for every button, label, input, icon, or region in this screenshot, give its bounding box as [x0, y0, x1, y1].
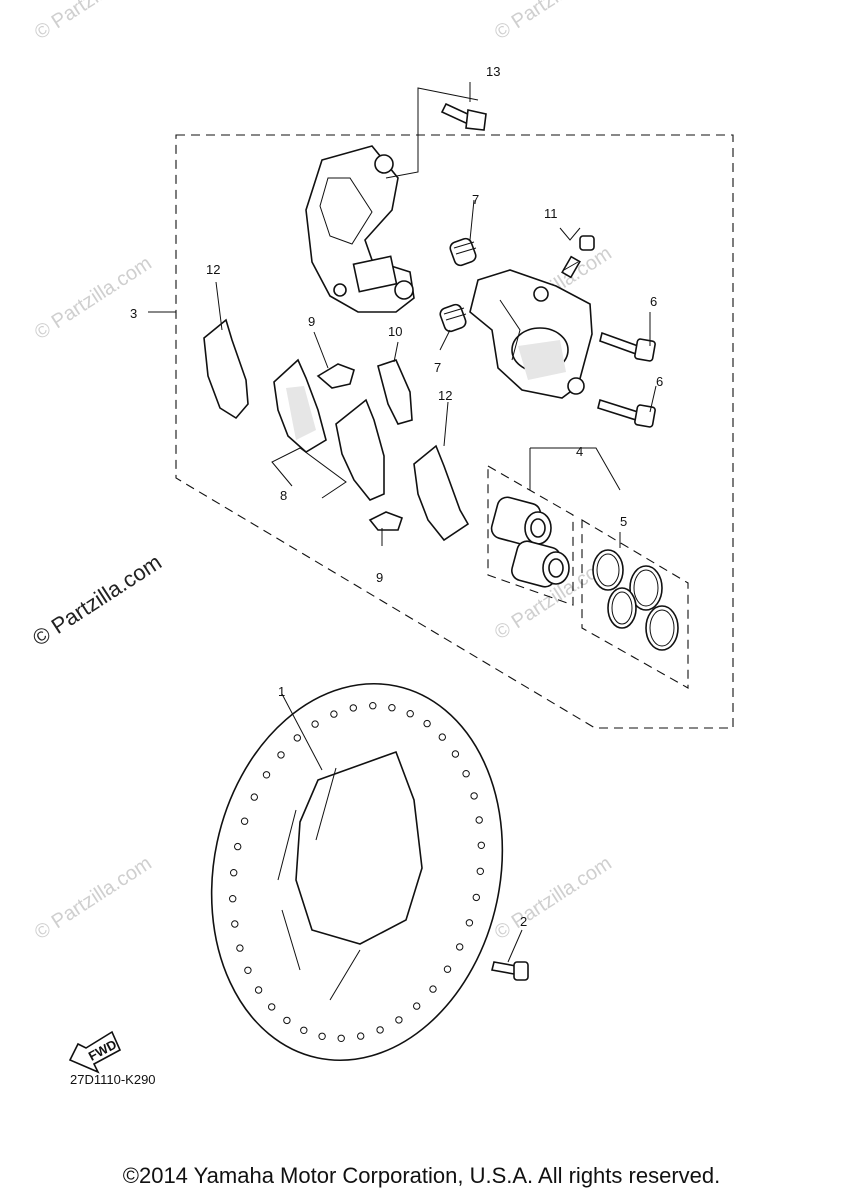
watermark-text: © Partzilla.com	[491, 852, 616, 944]
vent-hole	[388, 704, 396, 712]
vent-hole	[443, 965, 452, 973]
vent-hole	[230, 869, 238, 877]
callout-13: 13	[486, 64, 500, 79]
vent-hole	[476, 867, 484, 875]
disc-bolt[interactable]	[491, 961, 529, 981]
callout-12: 12	[438, 388, 452, 403]
vent-hole	[262, 771, 271, 779]
fwd-arrow-icon: FWD	[68, 1030, 122, 1074]
callout-6: 6	[656, 374, 663, 389]
vent-hole	[462, 770, 470, 778]
vent-hole	[376, 1026, 384, 1034]
callout-7: 7	[434, 360, 441, 375]
piston-kit-boundary	[487, 465, 574, 606]
watermark-text: © Partzilla.com	[31, 252, 156, 344]
vent-hole	[429, 985, 437, 993]
brake-pad[interactable]	[335, 398, 385, 501]
callout-10: 10	[388, 324, 402, 339]
seal-kit-boundary	[581, 519, 689, 689]
disc-vent-holes	[229, 702, 485, 1043]
pad-spring[interactable]	[377, 359, 413, 425]
callout-8: 8	[280, 488, 287, 503]
caliper-pin[interactable]	[599, 331, 656, 362]
vent-hole	[413, 1002, 421, 1010]
vent-hole	[456, 943, 464, 951]
vent-hole	[244, 966, 252, 974]
vent-hole	[438, 733, 446, 741]
brake-pad[interactable]	[273, 358, 327, 453]
vent-hole	[475, 816, 483, 824]
reference-code: 27D1110-K290	[70, 1072, 156, 1087]
leader-lines	[148, 82, 657, 963]
vent-hole	[283, 1016, 291, 1025]
pad-shim[interactable]	[203, 318, 249, 420]
vent-hole	[254, 986, 263, 994]
vent-hole	[423, 719, 431, 728]
vent-hole	[465, 919, 474, 927]
callout-9: 9	[308, 314, 315, 329]
bleed-cap[interactable]	[579, 235, 595, 251]
vent-hole	[300, 1026, 308, 1035]
vent-hole	[277, 751, 285, 759]
callout-5: 5	[620, 514, 627, 529]
vent-hole	[250, 793, 259, 801]
bleed-screw[interactable]	[561, 255, 581, 279]
callout-11: 11	[544, 206, 558, 221]
vent-hole	[472, 893, 480, 902]
caliper-bracket[interactable]	[305, 145, 415, 313]
vent-hole	[451, 750, 460, 758]
brake-disc[interactable]	[178, 656, 537, 1087]
piston[interactable]	[489, 495, 552, 547]
caliper-assembly-boundary	[175, 134, 734, 729]
callout-6: 6	[650, 294, 657, 309]
vent-hole	[349, 704, 357, 712]
vent-hole	[236, 944, 244, 952]
vent-hole	[369, 702, 377, 710]
callout-12: 12	[206, 262, 220, 277]
vent-hole	[231, 920, 239, 928]
callout-4: 4	[576, 444, 583, 459]
vent-hole	[477, 841, 485, 849]
caliper-bolt[interactable]	[440, 102, 487, 131]
watermark-text: © Partzilla.com	[31, 0, 156, 44]
rubber-boot[interactable]	[449, 237, 478, 267]
vent-hole	[240, 817, 249, 825]
vent-hole	[357, 1032, 365, 1040]
pad-shim[interactable]	[413, 444, 470, 542]
callout-3: 3	[130, 306, 137, 321]
watermark-text: © Partzilla.com	[491, 0, 616, 44]
vent-hole	[330, 710, 338, 718]
vent-hole	[293, 734, 301, 742]
piston-seal-kit[interactable]	[592, 549, 679, 651]
vent-hole	[229, 895, 237, 903]
vent-hole	[268, 1003, 276, 1011]
rubber-boot[interactable]	[439, 303, 468, 333]
vent-hole	[234, 842, 242, 851]
callout-7: 7	[472, 192, 479, 207]
vent-hole	[337, 1034, 345, 1043]
vent-hole	[406, 710, 414, 718]
pad-clip[interactable]	[316, 363, 355, 389]
piston[interactable]	[510, 539, 570, 589]
vent-hole	[395, 1016, 403, 1024]
vent-hole	[311, 720, 319, 728]
callout-2: 2	[520, 914, 527, 929]
callout-numbers: 13 3 7 7 11 6 6 12 12 9 9 10 8 4 5 1 2	[130, 64, 663, 929]
watermark-text: © Partzilla.com	[31, 852, 156, 944]
vent-hole	[318, 1032, 326, 1041]
pad-clip[interactable]	[368, 511, 404, 531]
copyright-notice: ©2014 Yamaha Motor Corporation, U.S.A. A…	[122, 1163, 721, 1188]
caliper-body[interactable]	[469, 269, 593, 399]
caliper-pin[interactable]	[597, 398, 656, 428]
vent-hole	[470, 792, 478, 800]
callout-9: 9	[376, 570, 383, 585]
callout-1: 1	[278, 684, 285, 699]
